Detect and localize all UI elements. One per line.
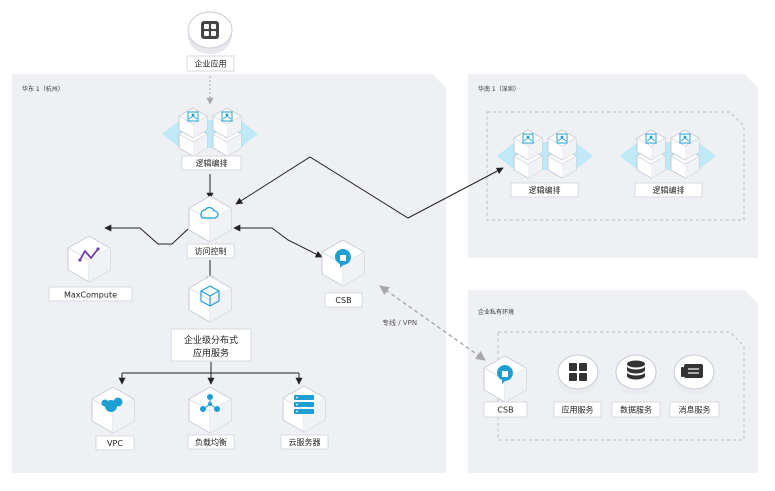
region-private-panel bbox=[468, 290, 758, 473]
data-service-label: 数据服务 bbox=[620, 405, 652, 415]
logic-south-node-2[interactable]: 逻辑编排 bbox=[620, 130, 716, 198]
region-east-title: 华东 1（杭州） bbox=[22, 85, 64, 93]
message-icon bbox=[681, 364, 703, 378]
vpn-label: 专线 / VPN bbox=[382, 318, 417, 327]
vpc-icon bbox=[101, 397, 123, 412]
csb-icon bbox=[496, 365, 513, 384]
load-balancer-icon bbox=[200, 394, 220, 412]
csb-east-node[interactable]: CSB bbox=[321, 239, 365, 308]
server-icon bbox=[294, 395, 314, 414]
enterprise-app-label: 企业应用 bbox=[195, 59, 227, 69]
database-icon bbox=[627, 360, 645, 380]
maxcompute-icon bbox=[78, 247, 100, 262]
edas-label-line1: 企业级分布式 bbox=[184, 334, 238, 346]
ecs-node[interactable]: 云服务器 bbox=[280, 385, 329, 450]
region-private-dashed bbox=[497, 331, 745, 441]
region-south-panel bbox=[468, 74, 758, 258]
cloud-icon bbox=[200, 207, 219, 219]
app-service-node[interactable]: 应用服务 bbox=[553, 354, 602, 418]
vpc-label: VPC bbox=[107, 439, 123, 448]
logic-east-node[interactable]: 逻辑编排 bbox=[162, 108, 258, 171]
access-control-node[interactable]: 访问控制 bbox=[186, 195, 235, 259]
csb-icon bbox=[334, 249, 351, 268]
slb-node[interactable]: 负载均衡 bbox=[187, 386, 235, 450]
grid-icon bbox=[201, 21, 219, 39]
enterprise-app-node[interactable]: 企业应用 bbox=[186, 11, 235, 72]
data-service-node[interactable]: 数据服务 bbox=[611, 354, 661, 418]
csb-east-label: CSB bbox=[335, 296, 351, 305]
logic-south-node-1[interactable]: 逻辑编排 bbox=[497, 130, 593, 198]
logic-south-label-1: 逻辑编排 bbox=[529, 185, 561, 195]
region-south-title: 华南 1（深圳） bbox=[478, 85, 520, 93]
msg-service-node[interactable]: 消息服务 bbox=[669, 354, 720, 418]
region-private-title: 企业私有环境 bbox=[478, 308, 514, 316]
logic-south-label-2: 逻辑编排 bbox=[653, 185, 685, 195]
access-control-label: 访问控制 bbox=[195, 246, 227, 256]
csb-private-label: CSB bbox=[497, 406, 513, 415]
vpc-node[interactable]: VPC bbox=[91, 386, 135, 451]
cube-icon bbox=[200, 285, 220, 307]
maxcompute-label: MaxCompute bbox=[64, 291, 117, 300]
apps-icon bbox=[569, 363, 587, 381]
logic-east-label: 逻辑编排 bbox=[196, 158, 228, 168]
ecs-label: 云服务器 bbox=[289, 437, 321, 447]
edas-label-line2: 应用服务 bbox=[193, 347, 229, 359]
app-service-label: 应用服务 bbox=[562, 405, 594, 415]
maxcompute-node[interactable]: MaxCompute bbox=[48, 235, 133, 302]
msg-service-label: 消息服务 bbox=[679, 405, 711, 415]
edas-node[interactable]: 企业级分布式 应用服务 bbox=[170, 275, 252, 362]
csb-private-node[interactable]: CSB bbox=[483, 355, 528, 418]
slb-label: 负载均衡 bbox=[195, 437, 227, 447]
